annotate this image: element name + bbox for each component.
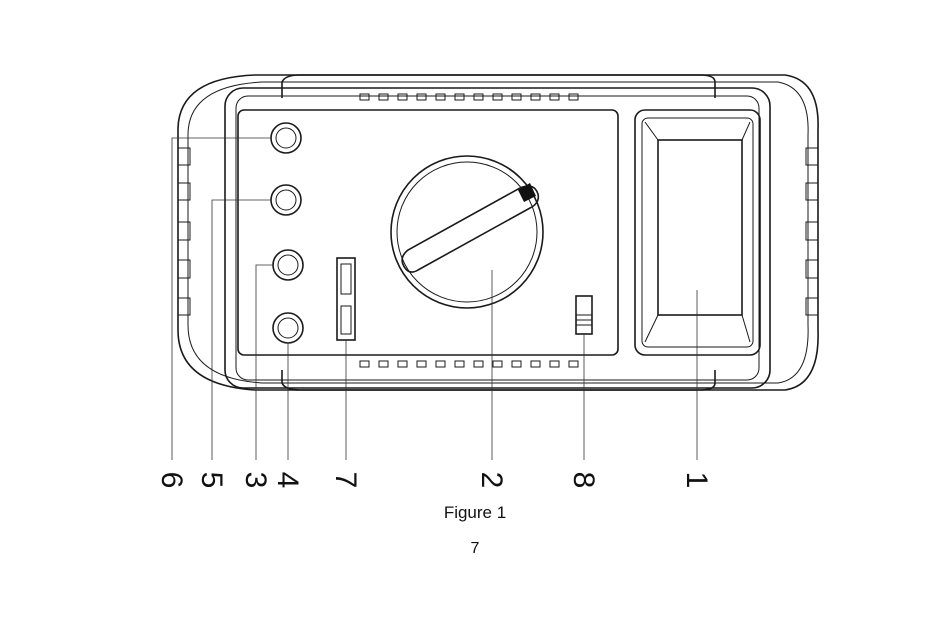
vent-slot — [550, 94, 559, 100]
vent-slot — [455, 94, 464, 100]
front-panel — [238, 110, 618, 355]
callout-5: 5 — [195, 472, 228, 489]
input-jack-6[interactable] — [271, 123, 301, 153]
vent-slot — [474, 361, 483, 367]
meter-body — [225, 75, 770, 390]
vent-slot — [531, 94, 540, 100]
vent-slot — [398, 361, 407, 367]
bottom-vent-slots — [360, 361, 578, 367]
knob-pointer-icon — [518, 183, 536, 202]
callout-1: 1 — [680, 472, 713, 489]
vent-slot — [417, 361, 426, 367]
vent-slot — [379, 361, 388, 367]
lcd-display — [635, 110, 760, 355]
vent-slot — [531, 361, 540, 367]
top-vent-slots — [360, 94, 578, 100]
figure-caption: Figure 1 — [0, 503, 950, 523]
callout-8: 8 — [567, 472, 600, 489]
vent-slot — [455, 361, 464, 367]
vent-slot — [398, 94, 407, 100]
holster-outline — [178, 75, 818, 390]
vent-slot — [379, 94, 388, 100]
vent-slot — [474, 94, 483, 100]
vent-slot — [360, 94, 369, 100]
callout-2: 2 — [475, 472, 508, 489]
page-number: 7 — [0, 540, 950, 558]
vent-slot — [493, 361, 502, 367]
vent-slot — [512, 94, 521, 100]
slide-switch-7[interactable] — [337, 258, 355, 340]
callout-7: 7 — [329, 472, 362, 489]
vent-slot — [550, 361, 559, 367]
callout-3: 3 — [239, 472, 272, 489]
vent-slot — [512, 361, 521, 367]
small-switch-8[interactable] — [576, 296, 592, 334]
input-jack-3[interactable] — [273, 250, 303, 280]
vent-slot — [436, 94, 445, 100]
vent-slot — [436, 361, 445, 367]
callout-6: 6 — [155, 472, 188, 489]
vent-slot — [569, 361, 578, 367]
rotary-selector-knob[interactable] — [391, 156, 543, 308]
vent-slot — [493, 94, 502, 100]
input-jack-5[interactable] — [271, 185, 301, 215]
input-jack-4[interactable] — [273, 313, 303, 343]
callout-4: 4 — [271, 472, 304, 489]
vent-slot — [360, 361, 369, 367]
callout-labels: 6 5 3 4 7 2 8 1 — [155, 472, 713, 489]
vent-slot — [417, 94, 426, 100]
vent-slot — [569, 94, 578, 100]
